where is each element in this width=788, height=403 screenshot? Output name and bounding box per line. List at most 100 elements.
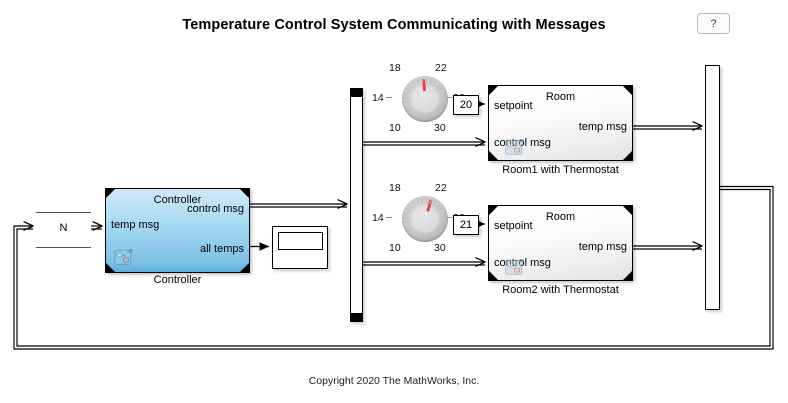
- knob2-tick-10: 10: [389, 242, 401, 254]
- knob1-tick-18: 18: [389, 62, 401, 74]
- knob1-tick-mark: [404, 91, 410, 95]
- room1-subsystem-block[interactable]: Room setpoint control msg temp msg: [488, 85, 633, 161]
- knob2-tick-mark: [440, 224, 446, 228]
- knob2-tick-mark: [404, 211, 410, 215]
- controller-output-control-msg: control msg: [187, 203, 244, 215]
- corner-notch-tr: [240, 189, 249, 198]
- knob2-tick-mark: [435, 230, 441, 236]
- setpoint-display-room2: 21: [453, 215, 479, 235]
- knob2-tick-mark: [403, 216, 409, 219]
- knob2-tick-mark: [421, 197, 424, 203]
- knob1-tick-mark: [440, 91, 446, 95]
- corner-notch-bl: [489, 151, 498, 160]
- knob1-dash-left: –: [386, 91, 392, 103]
- demux-block[interactable]: [350, 88, 363, 322]
- corner-notch-br: [240, 263, 249, 272]
- knob2-dial[interactable]: [402, 196, 448, 242]
- corner-notch-tl: [106, 189, 115, 198]
- setpoint-display-room1: 20: [453, 95, 479, 115]
- controller-output-all-temps: all temps: [199, 243, 244, 255]
- demux-cap-bottom: [351, 313, 362, 321]
- controller-block-caption: Controller: [153, 274, 202, 286]
- controller-block-title: Controller: [153, 194, 202, 206]
- room2-subsystem-block[interactable]: Room setpoint control msg temp msg: [488, 205, 633, 281]
- help-button[interactable]: ?: [697, 13, 730, 34]
- knob2-tick-mark: [406, 227, 412, 232]
- knob1-dial[interactable]: [402, 76, 448, 122]
- knob2-tick-mark: [433, 200, 438, 206]
- n-block-bottom-rule: [36, 246, 91, 248]
- room2-block-caption: Room2 with Thermostat: [502, 284, 619, 296]
- mux-block[interactable]: [705, 65, 720, 310]
- knob1-tick-mark: [409, 110, 415, 116]
- stateflow-chart-icon: [114, 249, 133, 265]
- knob1-tick-mark: [441, 96, 447, 99]
- knob2-tick-mark: [438, 227, 444, 232]
- knob1-tick-mark: [413, 112, 418, 118]
- knob1-tick-mark: [435, 110, 441, 116]
- knob1-tick-mark: [426, 77, 429, 83]
- corner-notch-tr: [623, 86, 632, 95]
- room1-input-setpoint: setpoint: [494, 100, 533, 112]
- setpoint-knob-room2[interactable]: 18 22 14 26 10 30 – –: [372, 182, 469, 260]
- knob2-tick-mark: [440, 211, 446, 215]
- n-block-top-rule: [36, 212, 91, 214]
- source-block-n[interactable]: N: [36, 212, 91, 248]
- knob1-tick-mark: [429, 78, 433, 84]
- knob1-tick-mark: [417, 78, 421, 84]
- room2-output-temp-msg: temp msg: [578, 241, 627, 253]
- corner-notch-bl: [106, 263, 115, 272]
- corner-notch-br: [623, 271, 632, 280]
- controller-subsystem-block[interactable]: Controller temp msg control msg all temp…: [105, 188, 250, 273]
- knob1-tick-mark: [440, 104, 446, 108]
- stateflow-chart-icon: [505, 259, 524, 275]
- knob1-tick-mark: [438, 87, 444, 91]
- knob1-tick-22: 22: [435, 62, 447, 74]
- room1-output-temp-msg: temp msg: [578, 121, 627, 133]
- knob2-tick-mark: [441, 216, 447, 219]
- knob1-tick-mark: [404, 104, 410, 108]
- room2-input-setpoint: setpoint: [494, 220, 533, 232]
- knob1-tick-10: 10: [389, 122, 401, 134]
- knob2-dash-right: –: [447, 211, 453, 223]
- corner-notch-bl: [489, 271, 498, 280]
- knob2-tick-18: 18: [389, 182, 401, 194]
- knob1-tick-mark: [441, 100, 447, 103]
- knob2-tick-mark: [441, 220, 447, 223]
- scope-block[interactable]: [272, 226, 328, 269]
- knob1-tick-mark: [403, 100, 409, 103]
- page-title: Temperature Control System Communicating…: [182, 17, 606, 33]
- n-block-label: N: [59, 222, 68, 234]
- knob1-tick-30: 30: [434, 122, 446, 134]
- knob2-tick-mark: [432, 232, 437, 238]
- corner-notch-tr: [623, 206, 632, 215]
- knob2-tick-30: 30: [434, 242, 446, 254]
- knob1-tick-mark: [406, 87, 412, 91]
- knob2-tick-mark: [403, 220, 409, 223]
- room2-block-title: Room: [545, 211, 576, 223]
- knob2-tick-mark: [409, 230, 415, 236]
- knob1-tick-mark: [409, 83, 414, 88]
- knob2-tick-mark: [412, 200, 417, 206]
- knob2-tick-14: 14: [372, 212, 384, 224]
- stateflow-chart-icon: [505, 139, 524, 155]
- knob2-tick-mark: [404, 224, 410, 228]
- knob2-dash-left: –: [386, 211, 392, 223]
- controller-input-temp-msg: temp msg: [111, 219, 160, 231]
- corner-notch-br: [623, 151, 632, 160]
- demux-cap-top: [351, 89, 362, 97]
- knob2-dial-face: [411, 205, 439, 233]
- knob1-tick-mark: [403, 96, 409, 99]
- corner-notch-tl: [489, 86, 498, 95]
- knob1-tick-mark: [436, 83, 441, 88]
- copyright-notice: Copyright 2020 The MathWorks, Inc.: [308, 375, 480, 387]
- knob2-tick-mark: [413, 232, 418, 238]
- knob1-tick-mark: [438, 107, 444, 112]
- knob2-tick-mark: [436, 203, 441, 208]
- scope-screen: [278, 232, 323, 250]
- knob2-tick-mark: [438, 207, 444, 211]
- knob1-dash-right: –: [447, 91, 453, 103]
- knob2-tick-22: 22: [435, 182, 447, 194]
- knob1-tick-mark: [406, 107, 412, 112]
